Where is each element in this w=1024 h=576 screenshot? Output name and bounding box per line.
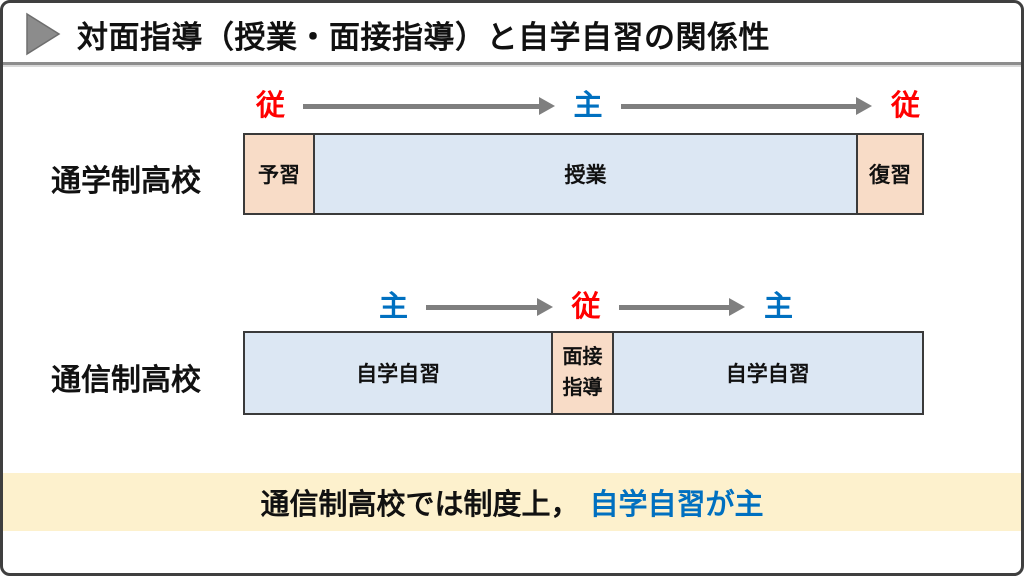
- banner-text-highlight: 自学自習が主: [589, 489, 764, 521]
- title-divider: [3, 62, 1021, 65]
- right-arrow-icon: [620, 103, 857, 109]
- segment-interview-guidance: 面接 指導: [551, 331, 614, 415]
- flow-label-main-right: 主: [764, 291, 794, 323]
- right-arrow-icon: [426, 304, 538, 310]
- title-marker-icon: [26, 12, 61, 56]
- flow-label-sub-center: 従: [571, 291, 601, 323]
- banner-text: 通信制高校では制度上，: [260, 489, 580, 521]
- segment-self-study-right: 自学自習: [611, 331, 924, 415]
- right-arrow-icon: [303, 103, 540, 109]
- segment-label: 授業: [564, 164, 607, 187]
- title-bar: 対面指導（授業・面接指導）と自学自習の関係性: [25, 9, 770, 59]
- bar-commuting-school: 予習 授業 復習: [243, 133, 928, 215]
- bar-correspondence-school: 自学自習 面接 指導 自学自習: [243, 331, 928, 415]
- segment-label: 自学自習: [356, 363, 441, 386]
- flow-label-main-left: 主: [379, 291, 409, 323]
- segment-self-study-left: 自学自習: [243, 331, 554, 415]
- right-arrow-icon: [618, 304, 730, 310]
- segment-label: 予習: [257, 164, 300, 187]
- segment-label: 自学自習: [725, 363, 810, 386]
- flow-label-main-center: 主: [573, 90, 603, 122]
- flow-labels-row2: 主 従 主: [379, 289, 793, 325]
- flow-labels-row1: 従 主 従: [256, 88, 920, 124]
- segment-label-line2: 指導: [562, 377, 603, 399]
- row-label-correspondence-school: 通信制高校: [51, 364, 201, 397]
- conclusion-banner: 通信制高校では制度上， 自学自習が主: [3, 473, 1021, 531]
- flow-label-sub-right: 従: [891, 90, 921, 122]
- segment-label: 復習: [869, 164, 912, 187]
- row-label-commuting-school: 通学制高校: [51, 165, 201, 198]
- page-title: 対面指導（授業・面接指導）と自学自習の関係性: [77, 19, 770, 55]
- flow-label-sub-left: 従: [256, 90, 286, 122]
- segment-review: 復習: [856, 133, 924, 215]
- segment-label-line1: 面接: [562, 346, 603, 368]
- segment-preparation: 予習: [243, 133, 315, 215]
- segment-class: 授業: [312, 133, 859, 215]
